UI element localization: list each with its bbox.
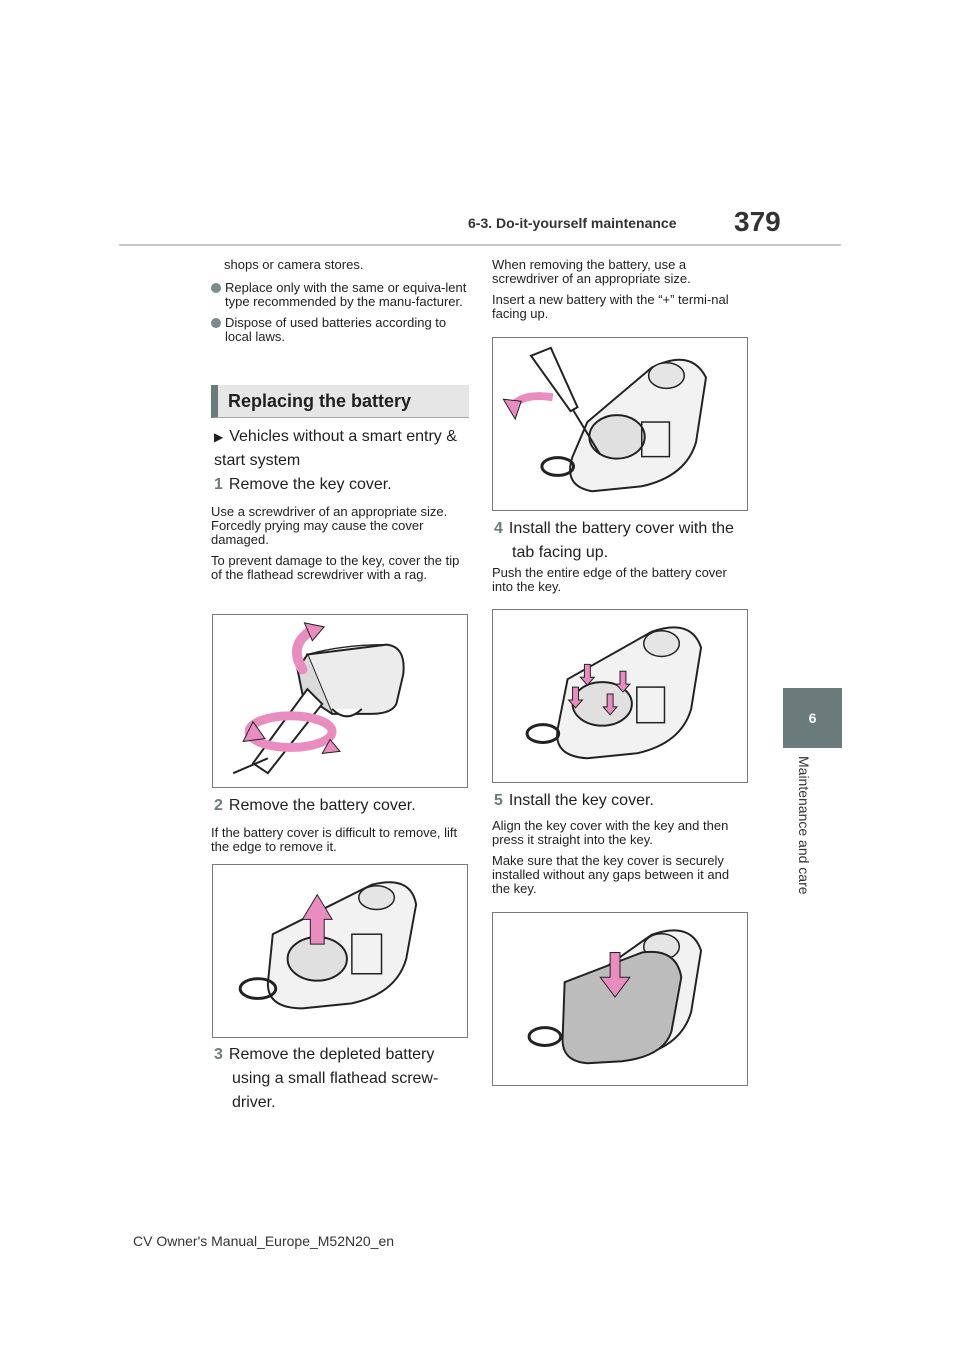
page-number: 379 xyxy=(734,206,781,237)
section-heading-text: Replacing the battery xyxy=(228,391,412,411)
note-text: Push the entire edge of the battery cove… xyxy=(492,565,727,594)
step-2-notes: If the battery cover is difficult to rem… xyxy=(211,826,469,854)
note-text: To prevent damage to the key, cover the … xyxy=(211,553,460,582)
step-1-notes: Use a screwdriver of an appropriate size… xyxy=(211,505,469,582)
step-title: Remove the key cover. xyxy=(228,476,392,493)
step-title: Install the battery cover with the xyxy=(508,520,734,537)
figure-remove-depleted-battery xyxy=(492,337,748,511)
step-number: 1 xyxy=(214,476,223,493)
left-bullets: Replace only with the same or equiva-len… xyxy=(211,281,469,344)
chapter-title: Maintenance and care xyxy=(796,756,812,895)
step-1-title: 1 Remove the key cover. xyxy=(214,473,469,497)
bullet-item: Replace only with the same or equiva-len… xyxy=(211,281,469,309)
step-5-title: 5 Install the key cover. xyxy=(494,789,750,813)
note-text: Insert a new battery with the “+” termi-… xyxy=(492,292,729,321)
step-title: using a small flathead screw- xyxy=(232,1070,439,1087)
step-title: driver. xyxy=(232,1094,276,1111)
header-section-title: 6-3. Do-it-yourself maintenance xyxy=(468,215,677,231)
step-number: 2 xyxy=(214,797,223,814)
step-title: Install the key cover. xyxy=(508,792,654,809)
note-text: Use a screwdriver of an appropriate size… xyxy=(211,504,448,547)
triangle-bullet-icon: ▶ xyxy=(214,430,224,444)
note-text: Align the key cover with the key and the… xyxy=(492,818,729,847)
figure-install-key-cover xyxy=(492,912,748,1086)
step-title: Remove the depleted battery xyxy=(228,1046,435,1063)
header-divider xyxy=(119,244,841,246)
step-number: 4 xyxy=(494,520,503,537)
step-5-notes: Align the key cover with the key and the… xyxy=(492,819,750,896)
intro-fragment: shops or camera stores. xyxy=(224,257,364,272)
step-2-title: 2 Remove the battery cover. xyxy=(214,794,469,818)
left-intro: shops or camera stores. xyxy=(224,258,469,272)
step-3-notes: When removing the battery, use a screwdr… xyxy=(492,258,750,321)
subheading-text: Vehicles without a smart entry & start s… xyxy=(214,428,457,469)
step-title: tab facing up. xyxy=(512,544,609,561)
note-text: When removing the battery, use a screwdr… xyxy=(492,257,691,286)
step-4-title: 4 Install the battery cover with the tab … xyxy=(494,517,750,565)
section-heading: Replacing the battery xyxy=(211,385,469,418)
step-number: 5 xyxy=(494,792,503,809)
note-text: If the battery cover is difficult to rem… xyxy=(211,825,458,854)
note-text: Make sure that the key cover is securely… xyxy=(492,853,730,896)
subheading: ▶Vehicles without a smart entry & start … xyxy=(214,425,469,473)
step-4-notes: Push the entire edge of the battery cove… xyxy=(492,566,750,594)
step-3-title: 3 Remove the depleted battery using a sma… xyxy=(214,1043,469,1115)
figure-remove-key-cover xyxy=(212,614,468,788)
step-title: Remove the battery cover. xyxy=(228,797,416,814)
figure-install-battery-cover xyxy=(492,609,748,783)
chapter-tab: 6 xyxy=(783,688,842,748)
figure-remove-battery-cover xyxy=(212,864,468,1038)
bullet-item: Dispose of used batteries according to l… xyxy=(211,316,469,344)
footer-manual-name: CV Owner's Manual_Europe_M52N20_en xyxy=(133,1233,395,1249)
step-number: 3 xyxy=(214,1046,223,1063)
